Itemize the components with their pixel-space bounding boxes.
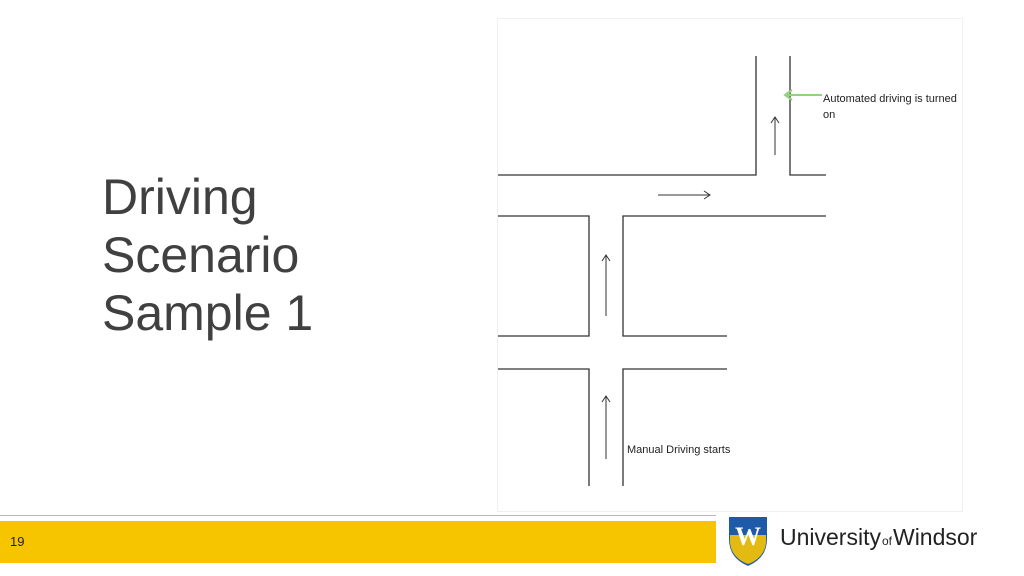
title-line-3: Sample 1: [102, 285, 314, 341]
arrow-right-head: [703, 190, 711, 200]
university-logo: W UniversityofWindsor: [722, 513, 1012, 569]
annotation-arrow-head: [783, 89, 793, 101]
arrow-up-middle-head: [601, 254, 611, 262]
crest-letter: W: [735, 522, 761, 551]
road-edge-top-left: [498, 56, 757, 176]
logo-word-of: of: [881, 534, 892, 548]
footer-divider: [0, 515, 716, 516]
logo-word-university: University: [780, 524, 881, 550]
page-number: 19: [10, 534, 25, 549]
logo-wordmark: UniversityofWindsor: [780, 524, 977, 551]
road-edge-low-left: [498, 368, 590, 486]
automated-driving-label-line-1: Automated driving is turned: [823, 93, 957, 105]
logo-word-windsor: Windsor: [892, 524, 978, 550]
road-edge-top-right: [789, 56, 826, 176]
title-line-2: Scenario: [102, 227, 300, 283]
road-diagram: Automated driving is turned on Manual Dr…: [497, 18, 963, 512]
road-edge-low-right: [622, 368, 727, 486]
university-crest-icon: W: [727, 515, 769, 569]
slide-title: Driving Scenario Sample 1: [102, 168, 422, 342]
footer-bar: 19: [0, 521, 716, 563]
automated-driving-label: Automated driving is turned on: [823, 91, 963, 123]
arrow-up-bottom-head: [601, 395, 611, 403]
road-edge-mid-left: [498, 215, 590, 337]
manual-driving-label: Manual Driving starts: [627, 444, 731, 456]
automated-driving-label-line-2: on: [823, 109, 836, 121]
road-diagram-lines: [498, 56, 826, 486]
road-edge-mid-right: [622, 215, 826, 337]
arrow-up-top-head: [770, 116, 780, 124]
title-line-1: Driving: [102, 169, 258, 225]
